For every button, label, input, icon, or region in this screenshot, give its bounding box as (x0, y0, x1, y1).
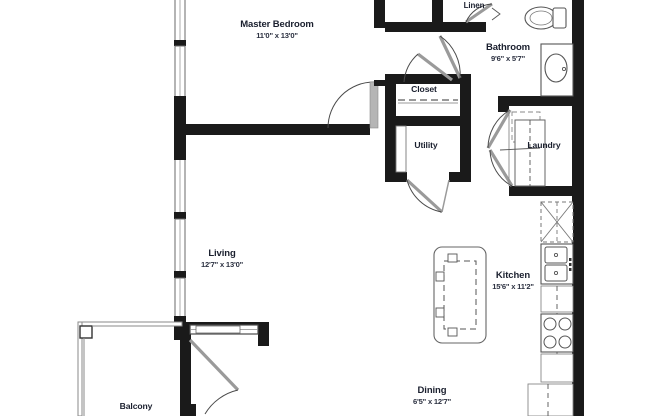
toilet-fixture (524, 6, 567, 30)
wall-utility-bottom-left (385, 172, 407, 182)
wall-bedroom-living (174, 124, 370, 135)
wall-right-exterior (572, 0, 584, 416)
balcony-railing (77, 321, 183, 416)
linen-closet-door[interactable] (465, 2, 493, 24)
master-bedroom-door[interactable] (327, 80, 385, 129)
wall-linen-left (432, 0, 443, 30)
living-room-window-upper (174, 157, 186, 219)
laundry-door[interactable] (486, 109, 514, 187)
wall-bath-left (498, 96, 509, 106)
wall-closet-bottom (385, 116, 471, 126)
bathroom-sink-vanity (540, 43, 574, 97)
water-heater-fixture (395, 125, 407, 173)
dining-chair (435, 307, 445, 318)
dining-chair (435, 271, 445, 282)
wall-closet-right (460, 74, 471, 126)
refrigerator-fixture (540, 201, 574, 243)
entry-door[interactable] (186, 338, 240, 416)
dining-table-fixture (433, 246, 487, 344)
closet-shelf-rod (398, 99, 458, 104)
linen-leader-line (491, 7, 501, 21)
master-bedroom-window (174, 0, 186, 99)
wall-utility-right (460, 120, 471, 182)
laundry-leader-line (499, 147, 541, 151)
dining-chair (447, 327, 458, 337)
wall-bedroom-right-upper (374, 0, 385, 28)
wall-linen-bottom (432, 22, 486, 32)
wall-hall-top (385, 22, 433, 32)
wall-closet-top (385, 74, 471, 84)
washer-dryer-fixture (508, 110, 546, 187)
utility-double-doors[interactable] (405, 178, 450, 214)
wall-bathroom-bottom (498, 96, 574, 106)
closet-door[interactable] (403, 52, 453, 83)
living-room-window-lower (174, 218, 186, 319)
wall-closet-left (385, 74, 396, 126)
stove-range-fixture (540, 313, 574, 353)
wall-utility-bottom-right (449, 172, 471, 182)
balcony-post (79, 325, 93, 339)
kitchen-base-cabinets (527, 353, 574, 416)
wall-utility-left (385, 120, 396, 182)
bathroom-door[interactable] (438, 35, 462, 79)
wall-living-lower-left (180, 333, 191, 416)
wall-laundry-bottom (509, 186, 575, 196)
kitchen-double-sink (540, 243, 574, 285)
wall-balcony-side (180, 400, 191, 416)
wall-entry-right (258, 322, 269, 346)
balcony-sliding-door[interactable] (189, 324, 259, 335)
dining-chair (447, 253, 458, 263)
